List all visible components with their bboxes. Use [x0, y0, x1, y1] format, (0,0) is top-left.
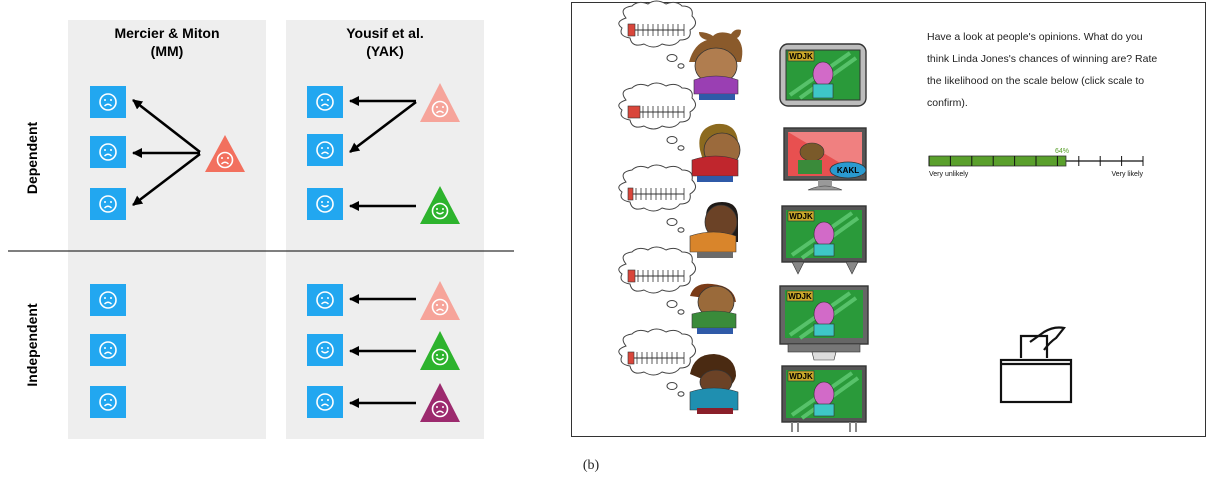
thought-bubble-1 — [618, 0, 696, 69]
tv-5: WDJK — [781, 365, 867, 432]
mm-ind-face-1 — [90, 284, 126, 316]
person-2-red — [691, 123, 741, 182]
tv-5-channel-label: WDJK — [789, 372, 813, 381]
yak-ind-triangle-green — [420, 331, 460, 370]
tv-1-channel-label: WDJK — [789, 52, 813, 61]
tv-3: WDJK — [781, 205, 867, 275]
mm-column-subtitle: (MM) — [151, 43, 184, 59]
mm-arrow-1 — [132, 98, 201, 154]
yak-ind-face-3 — [307, 386, 343, 418]
tv-4-channel-label: WDJK — [788, 292, 812, 301]
tv-3-channel-label: WDJK — [789, 212, 813, 221]
yak-ind-face-1 — [307, 284, 343, 316]
yak-ind-triangle-salmon — [420, 281, 460, 320]
instruction-line-3: the likelihood on the scale below (click… — [927, 75, 1144, 87]
tv-4: WDJK — [779, 285, 869, 361]
yak-dep-face-3 — [307, 188, 343, 220]
yak-column-background — [286, 20, 484, 439]
mm-column-title: Mercier & Miton — [114, 25, 219, 41]
slider-left-label: Very unlikely — [929, 171, 969, 178]
mm-source-triangle — [205, 135, 245, 172]
yak-dep-face-2 — [307, 134, 343, 166]
thought-bubble-5 — [618, 328, 696, 397]
instruction-line-4: confirm). — [927, 97, 968, 109]
yak-ind-triangle-purple — [420, 383, 460, 422]
thought-bubble-3 — [618, 164, 696, 233]
person-3-orange — [689, 202, 738, 258]
slider-right-label: Very likely — [1111, 171, 1143, 178]
tv-2-channel-label: KAKL — [837, 166, 859, 175]
left-panel: Mercier & Miton (MM) Yousif et al. (YAK)… — [8, 20, 514, 439]
mm-column-background — [68, 20, 266, 439]
slider-value-label: 64% — [1055, 148, 1069, 155]
ballot-box-icon — [999, 326, 1073, 404]
instruction-line-1: Have a look at people's opinions. What d… — [927, 31, 1143, 43]
thought-bubble-2 — [618, 82, 696, 151]
thought-bubble-4 — [618, 246, 696, 315]
yak-dep-triangle-salmon — [420, 83, 460, 122]
person-5-teal — [689, 354, 739, 414]
slider-ticks — [928, 156, 1144, 166]
right-panel: WDJK KAKL WDJK — [571, 0, 1206, 437]
mm-dep-face-3 — [90, 188, 126, 220]
person-1-purple — [689, 29, 743, 100]
mm-dep-face-1 — [90, 86, 126, 118]
yak-dep-arrow-2 — [349, 100, 417, 154]
mm-dep-face-2 — [90, 136, 126, 168]
tv-1: WDJK — [779, 43, 867, 107]
instruction-line-2: think Linda Jones's chances of winning a… — [927, 53, 1157, 65]
yak-dep-triangle-green — [420, 186, 460, 224]
person-4-green — [690, 283, 737, 334]
yak-column-subtitle: (YAK) — [366, 43, 404, 59]
panel-caption: (b) — [583, 458, 600, 473]
row-label-dependent: Dependent — [24, 121, 40, 194]
tv-2: KAKL — [783, 127, 867, 191]
yak-dep-face-1 — [307, 86, 343, 118]
mm-ind-face-3 — [90, 386, 126, 418]
slider-fill — [928, 155, 1067, 167]
mm-arrow-3 — [132, 152, 201, 207]
likelihood-slider[interactable]: 64% Very unlikely Very likely — [928, 148, 1144, 178]
yak-column-title: Yousif et al. — [346, 25, 424, 41]
row-label-independent: Independent — [24, 303, 40, 387]
mm-ind-face-2 — [90, 334, 126, 366]
yak-ind-face-2 — [307, 334, 343, 366]
